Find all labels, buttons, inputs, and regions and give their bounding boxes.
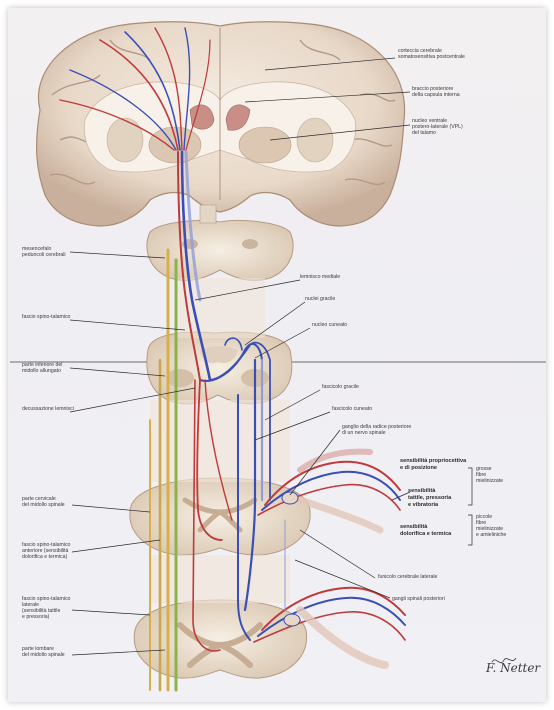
label-fascicolo-cuneato: fascicolo cuneato — [332, 406, 372, 412]
label-nucleo-cuneato: nucleo cuneato — [312, 322, 347, 328]
label-nucleo-gracile: nuclei gracile — [305, 296, 335, 302]
cervical-cord-section — [130, 478, 310, 555]
label-lemnisco-mediale: lemnisco mediale — [300, 274, 340, 280]
label-fascicolo-gracile: fascicolo gracile — [322, 384, 359, 390]
label-fascio-spino-talamico: fascio spino-talamico — [22, 314, 71, 320]
label-gangli-spinali: gangli spinali posteriori — [392, 596, 445, 602]
label-funicolo-laterale: funicolo cerebrale laterale — [378, 574, 438, 580]
label-decussazione-lemnisci: decussazione lemnisci — [22, 406, 74, 412]
brain-section — [37, 22, 405, 226]
artist-signature: F. Netter — [485, 658, 541, 675]
svg-text:F. Netter: F. Netter — [485, 661, 541, 675]
